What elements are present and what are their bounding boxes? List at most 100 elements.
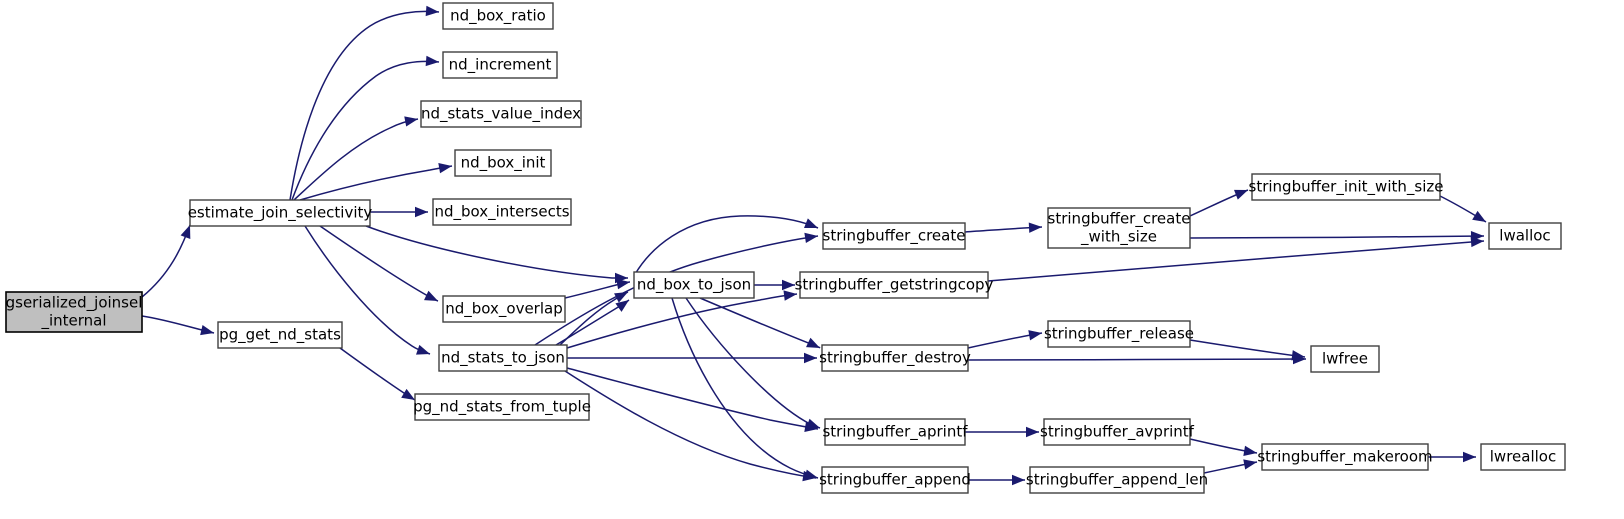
node-stringbuffer_init_with_size[interactable]: stringbuffer_init_with_size: [1249, 173, 1444, 201]
edge-arrowhead: [782, 279, 795, 291]
node-stringbuffer_avprintf[interactable]: stringbuffer_avprintf: [1040, 418, 1195, 446]
edge-estimate_join_selectivity-to-nd_box_ratio: [289, 10, 440, 201]
node-nd_box_init[interactable]: nd_box_init: [454, 149, 552, 177]
edge-estimate_join_selectivity-to-nd_box_init: [299, 165, 453, 201]
edge-arrowhead: [783, 290, 797, 301]
node-box-lwrealloc[interactable]: [1480, 443, 1566, 471]
edge-stringbuffer_getstringcopy-to-lwalloc: [987, 240, 1485, 282]
node-box-lwfree[interactable]: [1310, 345, 1380, 373]
edge-arrowhead: [615, 300, 629, 312]
node-box-stringbuffer_append[interactable]: [821, 466, 969, 494]
edge-arrowhead: [804, 232, 818, 244]
node-box-gserialized_joinsel_internal[interactable]: [5, 291, 143, 333]
node-box-stringbuffer_create_with_size[interactable]: [1047, 207, 1191, 249]
edge-estimate_join_selectivity-to-nd_increment: [291, 60, 440, 201]
node-gserialized_joinsel_internal[interactable]: gserialized_joinsel_internal: [5, 291, 143, 333]
node-box-stringbuffer_append_len[interactable]: [1029, 466, 1205, 494]
edge-arrowhead: [804, 421, 818, 432]
node-stringbuffer_append_len[interactable]: stringbuffer_append_len: [1026, 466, 1208, 494]
node-stringbuffer_release[interactable]: stringbuffer_release: [1044, 320, 1194, 348]
node-pg_nd_stats_from_tuple[interactable]: pg_nd_stats_from_tuple: [413, 393, 591, 421]
node-box-nd_increment[interactable]: [442, 51, 558, 79]
edge-arrowhead: [404, 116, 418, 127]
node-stringbuffer_append[interactable]: stringbuffer_append: [819, 466, 971, 494]
edge-nd_stats_to_json-to-stringbuffer_getstringcopy: [566, 293, 798, 349]
node-box-pg_nd_stats_from_tuple[interactable]: [414, 393, 590, 421]
node-nd_stats_to_json[interactable]: nd_stats_to_json: [438, 344, 568, 372]
node-box-nd_box_to_json[interactable]: [633, 271, 755, 299]
edge-nd_box_to_json-to-stringbuffer_aprintf: [685, 297, 821, 429]
edge-arrowhead: [415, 206, 428, 218]
nodes-layer: gserialized_joinsel_internal estimate_joi…: [5, 2, 1566, 494]
node-stringbuffer_destroy[interactable]: stringbuffer_destroy: [819, 344, 971, 372]
node-estimate_join_selectivity[interactable]: estimate_join_selectivity: [188, 199, 373, 227]
edge-pg_get_nd_stats-to-pg_nd_stats_from_tuple: [339, 347, 416, 401]
node-box-nd_box_intersects[interactable]: [432, 198, 572, 226]
node-nd_box_overlap[interactable]: nd_box_overlap: [442, 295, 566, 323]
edge-arrowhead: [616, 279, 630, 290]
edge-arrowhead: [802, 470, 816, 482]
edge-arrowhead: [438, 163, 452, 174]
edges-layer: [141, 5, 1487, 486]
edge-stringbuffer_release-to-lwfree: [1189, 339, 1306, 358]
edge-arrowhead: [804, 218, 818, 229]
node-box-nd_box_init[interactable]: [454, 149, 552, 177]
edge-arrowhead: [1463, 451, 1476, 463]
node-box-nd_box_overlap[interactable]: [442, 295, 566, 323]
edge-arrowhead: [1291, 350, 1305, 361]
node-lwfree[interactable]: lwfree: [1310, 345, 1380, 373]
edge-nd_stats_to_json-to-stringbuffer_create: [534, 235, 819, 346]
edge-arrowhead: [425, 5, 439, 17]
node-box-stringbuffer_init_with_size[interactable]: [1251, 173, 1441, 201]
node-box-stringbuffer_create[interactable]: [822, 222, 966, 250]
node-stringbuffer_create_with_size[interactable]: stringbuffer_create_with_size: [1047, 207, 1191, 249]
edge-arrowhead: [1028, 330, 1042, 341]
node-box-stringbuffer_release[interactable]: [1047, 320, 1191, 348]
edge-estimate_join_selectivity-to-nd_box_overlap: [319, 225, 439, 302]
node-stringbuffer_getstringcopy[interactable]: stringbuffer_getstringcopy: [795, 271, 994, 299]
edge-arrowhead: [425, 55, 439, 67]
edge-arrowhead: [200, 324, 214, 336]
node-pg_get_nd_stats[interactable]: pg_get_nd_stats: [217, 321, 343, 349]
node-box-stringbuffer_makeroom[interactable]: [1261, 443, 1429, 471]
edge-arrowhead: [1243, 459, 1257, 470]
edge-arrowhead: [1472, 210, 1486, 222]
node-stringbuffer_aprintf[interactable]: stringbuffer_aprintf: [822, 418, 968, 446]
node-box-stringbuffer_aprintf[interactable]: [824, 418, 966, 446]
node-box-stringbuffer_getstringcopy[interactable]: [799, 271, 989, 299]
node-nd_box_to_json[interactable]: nd_box_to_json: [633, 271, 755, 299]
edge-arrowhead: [401, 388, 415, 400]
node-box-nd_box_ratio[interactable]: [442, 2, 554, 30]
node-box-stringbuffer_avprintf[interactable]: [1043, 418, 1191, 446]
node-lwalloc[interactable]: lwalloc: [1488, 222, 1562, 250]
edge-nd_box_to_json-to-stringbuffer_append: [671, 297, 819, 479]
node-box-nd_stats_to_json[interactable]: [438, 344, 568, 372]
edge-arrowhead: [1012, 474, 1025, 486]
edge-nd_stats_to_json-to-stringbuffer_append: [564, 370, 817, 479]
edge-arrowhead: [614, 292, 628, 303]
edge-arrowhead: [1028, 222, 1042, 233]
node-nd_box_ratio[interactable]: nd_box_ratio: [442, 2, 554, 30]
node-stringbuffer_makeroom[interactable]: stringbuffer_makeroom: [1257, 443, 1433, 471]
edge-arrowhead: [1234, 189, 1248, 200]
node-nd_box_intersects[interactable]: nd_box_intersects: [432, 198, 572, 226]
node-box-estimate_join_selectivity[interactable]: [189, 199, 371, 227]
node-stringbuffer_create[interactable]: stringbuffer_create: [822, 222, 966, 250]
edge-arrowhead: [806, 337, 820, 348]
edge-estimate_join_selectivity-to-nd_box_to_json: [365, 225, 628, 279]
node-box-stringbuffer_destroy[interactable]: [821, 344, 969, 372]
edge-stringbuffer_destroy-to-lwfree: [967, 358, 1307, 361]
node-nd_stats_value_index[interactable]: nd_stats_value_index: [420, 100, 582, 128]
edge-stringbuffer_create_with_size-to-lwalloc: [1189, 235, 1485, 239]
node-box-pg_get_nd_stats[interactable]: [217, 321, 343, 349]
edge-arrowhead: [424, 290, 438, 301]
node-box-nd_stats_value_index[interactable]: [420, 100, 582, 128]
node-box-lwalloc[interactable]: [1488, 222, 1562, 250]
edge-arrowhead: [1026, 426, 1039, 438]
edge-nd_box_to_json-to-stringbuffer_create: [633, 215, 819, 277]
node-nd_increment[interactable]: nd_increment: [442, 51, 558, 79]
node-lwrealloc[interactable]: lwrealloc: [1480, 443, 1566, 471]
edge-nd_stats_to_json-to-stringbuffer_aprintf: [566, 367, 819, 430]
